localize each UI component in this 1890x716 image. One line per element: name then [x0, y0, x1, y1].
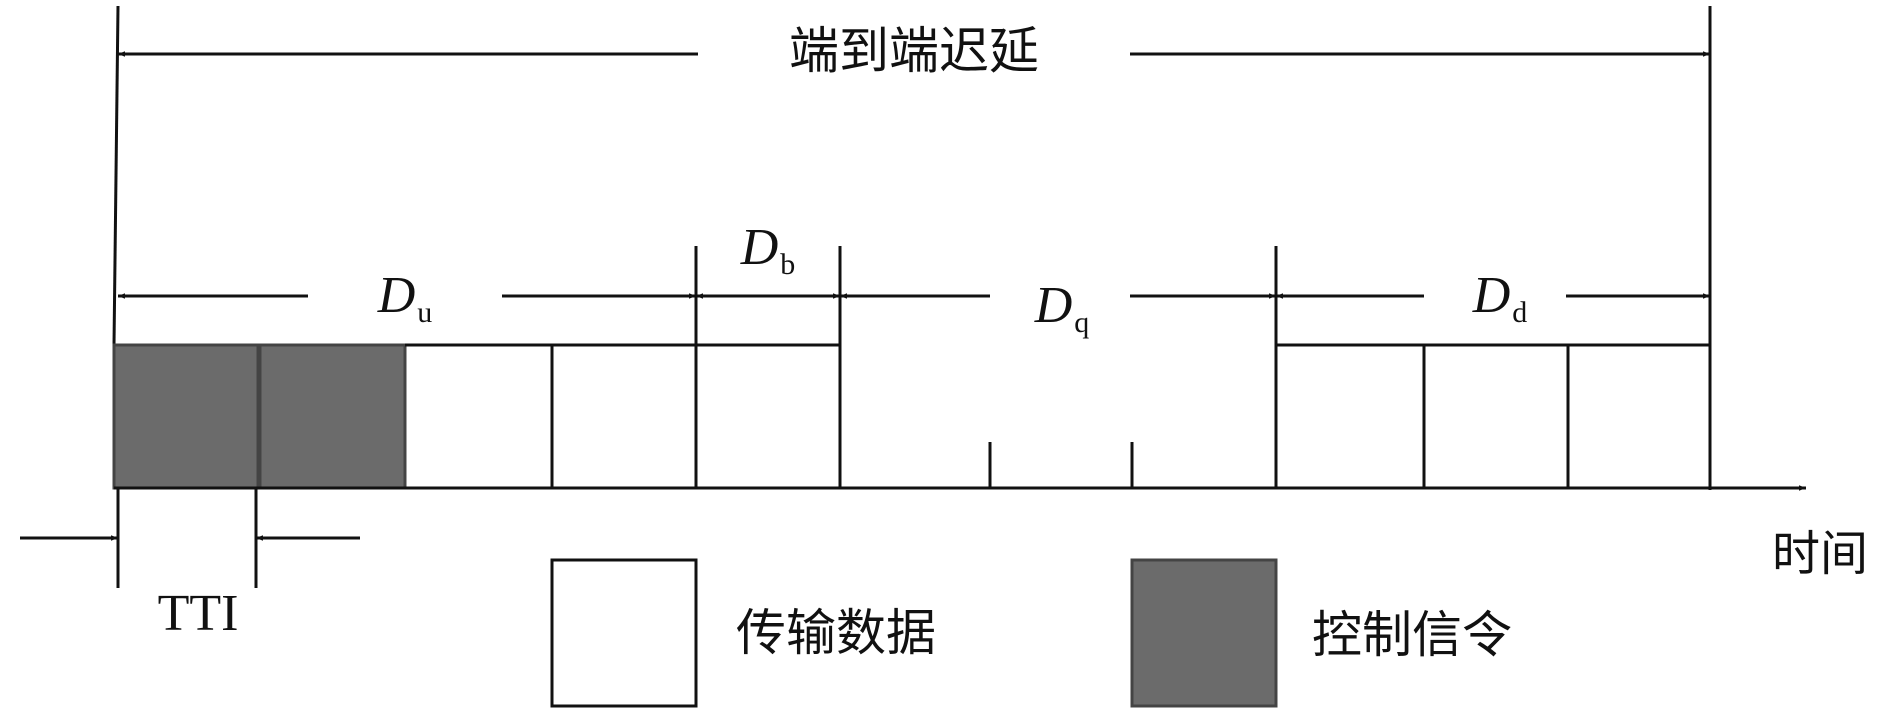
- legend-control-label: 控制信令: [1312, 606, 1512, 664]
- control-signal-block-2: [258, 343, 407, 490]
- dd-label: Dd: [1472, 267, 1528, 329]
- legend-control-swatch: [1130, 558, 1278, 708]
- du-label: Du: [377, 267, 433, 329]
- tti-label: TTI: [158, 585, 239, 642]
- time-axis-label: 时间: [1772, 526, 1868, 582]
- end-to-end-delay-label: 端到端迟延: [789, 22, 1039, 80]
- dq-label: Dq: [1034, 277, 1090, 339]
- control-signal-block-1: [112, 343, 260, 490]
- legend-data-label: 传输数据: [736, 604, 936, 662]
- start-boundary-line: [112, 5, 120, 346]
- legend-data-swatch: [550, 558, 698, 708]
- db-label: Db: [740, 219, 796, 281]
